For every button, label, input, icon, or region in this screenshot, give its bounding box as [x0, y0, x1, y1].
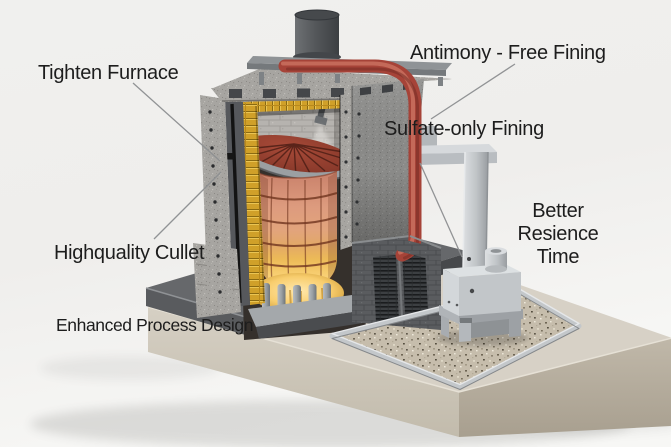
- pipe-behind-block-patch: [398, 235, 442, 262]
- label-enhanced-process-design: Enhanced Process Design: [56, 315, 254, 335]
- furnace-top-band: [211, 86, 353, 102]
- melting-crucible: [258, 170, 338, 291]
- leader-sulfate-only-fining: [419, 162, 463, 258]
- vent-grilles: [373, 249, 428, 323]
- label-sulfate-only-fining: Sulfate-only Fining: [384, 118, 544, 140]
- leader-lines: [132, 63, 516, 258]
- refining-unit: [436, 247, 528, 346]
- opening-right-edge: [339, 94, 352, 250]
- furnace-left-wall: [193, 95, 241, 318]
- outlet-stub: [485, 247, 507, 273]
- label-better-line1: Better: [532, 200, 584, 222]
- leader-highquality-cullet: [153, 171, 222, 240]
- label-better-residence-time: Better Resience Time: [502, 200, 614, 269]
- furnace-lower-block: [351, 234, 442, 330]
- label-highquality-cullet: Highquality Cullet: [54, 242, 205, 264]
- label-antimony-free-fining: Antimony - Free Fining: [410, 42, 606, 64]
- leader-antimony-free-fining: [430, 63, 516, 120]
- label-better-line2: Resience: [517, 223, 599, 245]
- furnace-right-wall: [351, 79, 424, 243]
- leader-tighten-furnace: [132, 82, 221, 162]
- furnace-cutaway: [193, 68, 452, 340]
- label-tighten-furnace: Tighten Furnace: [38, 62, 179, 84]
- label-better-line3: Time: [536, 246, 580, 268]
